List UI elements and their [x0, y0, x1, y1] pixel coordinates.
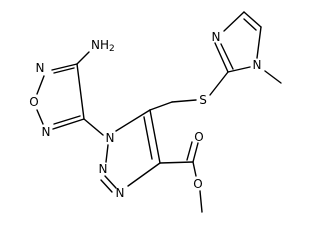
bond-ch2-s: [171, 99, 197, 103]
bond-c5-c4: [149, 109, 161, 164]
bond-n1-c2: [227, 66, 251, 73]
bond-c4-c5-double: [243, 18, 257, 31]
bond-o-n-bottom: [36, 109, 44, 125]
bond-c4-carbonyl-c: [159, 161, 194, 164]
molecule-structure-diagram: NH2 N O N N N N S N N O O: [29, 11, 282, 213]
bond-carbonyl-c-o-double: [186, 141, 193, 161]
nh2-subscript: 2: [109, 44, 115, 54]
bond-n-top-o: [36, 75, 45, 95]
bond-n2-n1: [105, 144, 109, 163]
bond-c5-ch2: [149, 101, 173, 111]
bond-c2-n3: [214, 42, 229, 73]
atom-label-triazole-n3: N: [116, 186, 125, 200]
atom-labels: NH2 N O N N N N S N N O O: [29, 30, 261, 200]
atom-label-furazan-n-bottom: N: [42, 125, 51, 139]
atom-label-ester-o: O: [193, 177, 202, 191]
bond-c4-n-top-double: [53, 67, 75, 74]
bond-n-bottom-c3-double: [53, 115, 81, 125]
bond-s-c2: [209, 71, 229, 96]
bond-c5-c4-double: [143, 116, 153, 160]
atom-label-nh2: NH2: [91, 38, 115, 54]
bond-n1-c5: [115, 109, 151, 132]
atom-label-furazan-o: O: [29, 95, 38, 109]
bond-c5-n1: [256, 26, 262, 59]
bond-o-methyl: [199, 190, 203, 213]
atom-label-triazole-n2: N: [99, 162, 108, 176]
bonds: [36, 11, 282, 213]
bond-n1-methyl: [264, 70, 282, 84]
bond-c4-n3: [127, 162, 161, 187]
atom-label-carbonyl-o: O: [194, 130, 203, 144]
bond-carbonyl-c-o: [192, 142, 199, 163]
bond-c3-n1: [83, 118, 104, 136]
bond-carbonyl-c-o-ester: [192, 161, 197, 177]
bond-n3-n2: [104, 175, 117, 189]
bond-c2-n3-double: [220, 43, 234, 70]
atom-label-imidazole-n1: N: [253, 58, 262, 72]
atom-label-triazole-n1: N: [106, 131, 115, 145]
bond-c4-c5: [243, 11, 262, 28]
bond-n-bottom-c3: [52, 118, 85, 130]
bond-c4-nh2: [76, 51, 90, 65]
bond-c4-n-top: [51, 63, 78, 71]
atom-label-furazan-n-top: N: [36, 61, 45, 75]
atom-label-thio-s: S: [199, 93, 207, 107]
bond-n3-n2-double: [100, 179, 113, 193]
atom-label-imidazole-n3: N: [212, 30, 221, 44]
bond-c3-c4: [76, 63, 85, 120]
bond-n3-c4: [223, 11, 245, 32]
